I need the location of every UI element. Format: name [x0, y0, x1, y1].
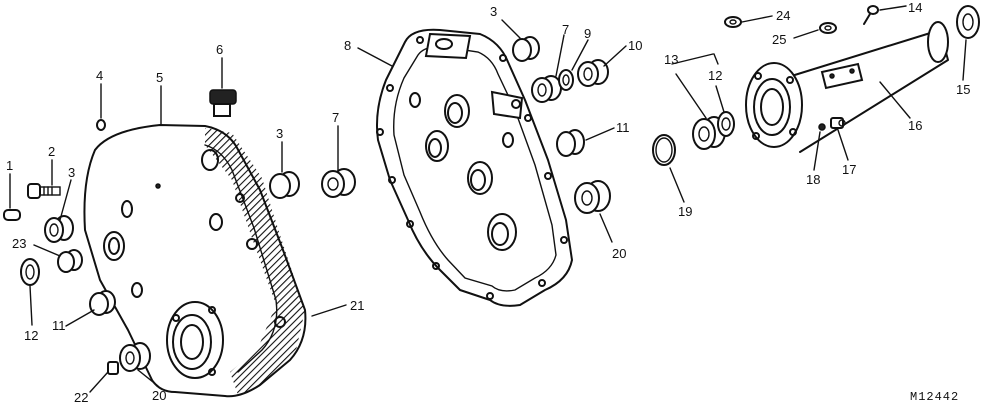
callout-11: 11: [616, 120, 630, 135]
callout-25: 25: [772, 32, 786, 47]
bearing-part: [531, 75, 562, 103]
callout-13: 13: [664, 52, 678, 67]
lock-washer-part: [818, 123, 826, 131]
callout-2: 2: [48, 144, 55, 159]
callout-labels: 1 2 3 23 12 11 22 20 4 5 6 3 7 21 8 3 7 …: [6, 0, 970, 405]
dowel-part: [96, 119, 106, 131]
washer-part: [819, 22, 837, 34]
callout-18: 18: [806, 172, 820, 187]
callout-3: 3: [276, 126, 283, 141]
seal-part: [956, 5, 980, 39]
breather-part: [209, 89, 237, 117]
callout-1: 1: [6, 158, 13, 173]
seal-part: [20, 258, 40, 286]
washer-part: [558, 69, 574, 91]
extension-housing: [745, 21, 949, 153]
callout-20: 20: [152, 388, 166, 403]
bolt-part: [27, 183, 61, 199]
center-housing: [376, 28, 573, 307]
callout-5: 5: [156, 70, 163, 85]
bearing-part: [574, 180, 611, 214]
callout-17: 17: [842, 162, 856, 177]
callout-16: 16: [908, 118, 922, 133]
callout-19: 19: [678, 204, 692, 219]
callout-22: 22: [74, 390, 88, 405]
callout-6: 6: [216, 42, 223, 57]
plug-part: [107, 361, 119, 375]
bearing-part: [321, 168, 356, 198]
callout-4: 4: [96, 68, 103, 83]
callout-8: 8: [344, 38, 351, 53]
callout-7: 7: [562, 22, 569, 37]
callout-15: 15: [956, 82, 970, 97]
bearing-part: [89, 290, 116, 316]
bolt-part: [863, 5, 879, 25]
snap-ring-part: [652, 134, 676, 166]
right-small-parts: [652, 5, 980, 166]
callout-12: 12: [708, 68, 722, 83]
leader-lines: [9, 5, 967, 393]
callout-9: 9: [584, 26, 591, 41]
bushing-part: [57, 249, 83, 273]
seal-part: [717, 111, 735, 137]
callout-3: 3: [68, 165, 75, 180]
pin-part: [3, 209, 21, 221]
left-small-parts: [3, 89, 356, 375]
callout-20: 20: [612, 246, 626, 261]
figure-reference: M12442: [910, 390, 959, 404]
callout-14: 14: [908, 0, 922, 15]
callout-21: 21: [350, 298, 364, 313]
center-small-parts: [512, 36, 611, 214]
callout-7: 7: [332, 110, 339, 125]
bearing-part: [119, 342, 151, 372]
bearing-part: [269, 171, 300, 199]
gear-case-cover: [83, 124, 307, 398]
callout-10: 10: [628, 38, 642, 53]
callout-24: 24: [776, 8, 790, 23]
bearing-part: [512, 36, 540, 62]
bearing-part: [44, 215, 74, 243]
cap-screw-part: [830, 117, 846, 129]
callout-23: 23: [12, 236, 26, 251]
callout-11: 11: [52, 318, 66, 333]
callout-12: 12: [24, 328, 38, 343]
bearing-part: [577, 59, 609, 87]
callout-3: 3: [490, 4, 497, 19]
washer-part: [724, 16, 742, 28]
bearing-part: [556, 129, 585, 157]
